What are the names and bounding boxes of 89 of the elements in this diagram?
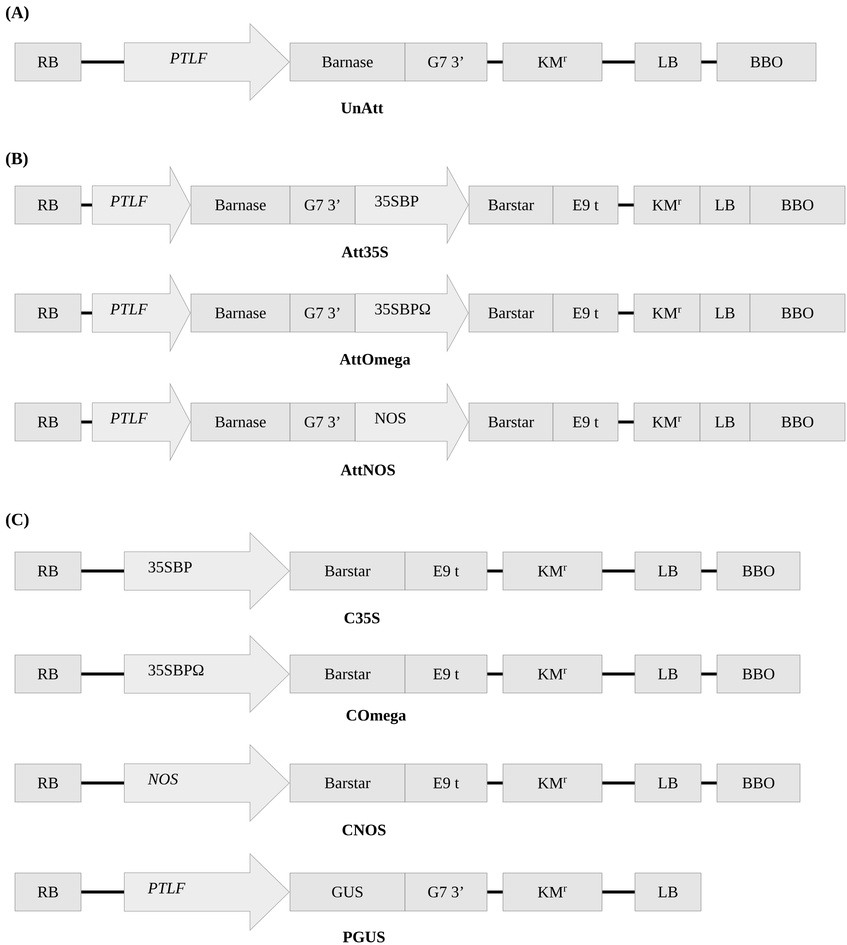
connector-line bbox=[81, 570, 124, 572]
gene-box: BBO bbox=[750, 186, 846, 224]
construct-name: C35S bbox=[344, 612, 380, 624]
connector-line bbox=[618, 204, 634, 206]
gene-box: KM$^{r}$ bbox=[502, 764, 602, 802]
gene-box: LB bbox=[634, 42, 702, 82]
construct-name: COmega bbox=[346, 710, 406, 724]
gene-box: KM$^{r}$ bbox=[634, 186, 700, 224]
gene-box: KM$^{r}$ bbox=[502, 552, 602, 590]
gene-box: Barstar bbox=[290, 764, 406, 802]
connector-line bbox=[701, 570, 717, 572]
gene-box: RB bbox=[14, 294, 82, 332]
gene-box: G7 3’ bbox=[290, 402, 356, 442]
connector-line bbox=[701, 672, 717, 676]
connector-line bbox=[487, 570, 503, 572]
gene-box: RB bbox=[14, 654, 82, 694]
gene-box: Barstar bbox=[290, 552, 406, 590]
construct-name: PGUS bbox=[342, 932, 385, 942]
connector-line bbox=[602, 672, 635, 676]
gene-box: LB bbox=[634, 872, 702, 912]
gene-box: LB bbox=[634, 654, 702, 694]
gene-box: E9 t bbox=[552, 402, 618, 442]
connector-line bbox=[701, 782, 717, 784]
gene-box: E9 t bbox=[404, 552, 488, 590]
gene-box: LB bbox=[700, 186, 750, 224]
gene-box: GUS bbox=[290, 872, 406, 912]
gene-box: BBO bbox=[716, 42, 816, 82]
gene-box: G7 3’ bbox=[290, 186, 356, 224]
gene-box: Barnase bbox=[190, 294, 290, 332]
gene-box: Barstar bbox=[468, 402, 554, 442]
gene-box: G7 3’ bbox=[404, 42, 488, 82]
connector-line bbox=[487, 60, 503, 64]
panel-label: (C) bbox=[6, 513, 29, 529]
gene-box: Barstar bbox=[468, 186, 554, 224]
panel-label: (A) bbox=[6, 6, 29, 22]
connector-line bbox=[602, 890, 635, 894]
gene-box: E9 t bbox=[552, 294, 618, 332]
gene-box: Barnase bbox=[190, 402, 290, 442]
gene-box: KM$^{r}$ bbox=[634, 294, 700, 332]
connector-line bbox=[618, 312, 634, 314]
connector-line bbox=[487, 672, 503, 676]
gene-box: Barnase bbox=[190, 186, 290, 224]
panel-label: (B) bbox=[6, 152, 28, 168]
gene-box: E9 t bbox=[552, 186, 618, 224]
connector-line bbox=[487, 782, 503, 784]
connector-line bbox=[81, 60, 124, 64]
gene-box: LB bbox=[634, 764, 702, 802]
gene-box: RB bbox=[14, 186, 82, 224]
connector-line bbox=[602, 782, 635, 784]
connector-line bbox=[81, 420, 92, 424]
construct-name: AttNOS bbox=[340, 464, 395, 476]
construct-name: Att35S bbox=[342, 246, 388, 258]
gene-box: RB bbox=[14, 764, 82, 802]
gene-box: BBO bbox=[750, 294, 846, 332]
gene-box: RB bbox=[14, 552, 82, 590]
gene-box: Barstar bbox=[468, 294, 554, 332]
construct-name: CNOS bbox=[342, 824, 386, 836]
gene-box: G7 3’ bbox=[290, 294, 356, 332]
connector-line bbox=[81, 312, 92, 314]
connector-line bbox=[81, 672, 124, 676]
connector-line bbox=[602, 60, 635, 64]
gene-box: LB bbox=[700, 294, 750, 332]
construct-name: AttOmega bbox=[340, 354, 410, 368]
gene-box: BBO bbox=[716, 654, 800, 694]
construct-name: UnAtt bbox=[341, 102, 384, 114]
gene-box: Barstar bbox=[290, 654, 406, 694]
gene-box: RB bbox=[14, 872, 82, 912]
connector-line bbox=[487, 890, 503, 894]
gene-box: KM$^{r}$ bbox=[502, 872, 602, 912]
gene-box: Barnase bbox=[290, 42, 406, 82]
connector-line bbox=[81, 204, 92, 206]
gene-box: G7 3’ bbox=[404, 872, 488, 912]
connector-line bbox=[81, 782, 124, 784]
connector-line bbox=[81, 890, 124, 894]
gene-box: KM$^{r}$ bbox=[502, 654, 602, 694]
gene-box: KM$^{r}$ bbox=[502, 42, 602, 82]
gene-box: BBO bbox=[750, 402, 846, 442]
gene-box: RB bbox=[14, 402, 82, 442]
gene-box: BBO bbox=[716, 764, 800, 802]
connector-line bbox=[602, 570, 635, 572]
gene-box: LB bbox=[634, 552, 702, 590]
gene-box: E9 t bbox=[404, 764, 488, 802]
gene-box: LB bbox=[700, 402, 750, 442]
gene-box: KM$^{r}$ bbox=[634, 402, 700, 442]
gene-box: BBO bbox=[716, 552, 800, 590]
gene-box: E9 t bbox=[404, 654, 488, 694]
connector-line bbox=[701, 60, 717, 64]
gene-box: RB bbox=[14, 42, 82, 82]
connector-line bbox=[618, 420, 634, 424]
